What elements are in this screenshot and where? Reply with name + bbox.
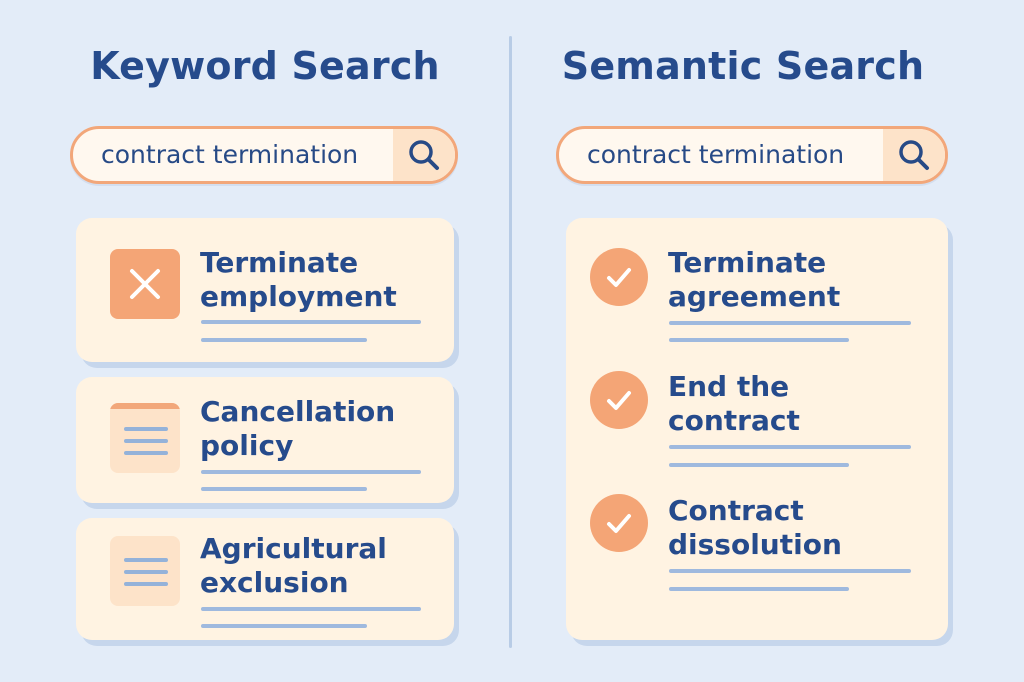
search-icon (409, 140, 439, 170)
result-title-line1: Cancellation (200, 395, 396, 428)
check-circle-icon (590, 248, 648, 306)
result-title-line1: End the (668, 370, 790, 403)
result-title: Cancellation policy (200, 395, 450, 463)
result-title-line2: employment (200, 280, 397, 313)
snippet-line (669, 445, 911, 449)
keyword-result-card: Terminate employment (76, 218, 454, 362)
snippet-line (201, 338, 367, 342)
semantic-results-card: Terminate agreement End the contract Con… (566, 218, 948, 640)
result-title: Terminate agreement (668, 246, 918, 314)
semantic-search-bar[interactable]: contract termination (556, 126, 948, 184)
snippet-line (669, 321, 911, 325)
snippet-line (669, 338, 849, 342)
keyword-search-bar[interactable]: contract termination (70, 126, 458, 184)
semantic-search-input[interactable]: contract termination (587, 140, 845, 169)
search-icon (899, 140, 929, 170)
result-title-line2: exclusion (200, 566, 349, 599)
result-title: Terminate employment (200, 246, 450, 314)
snippet-line (201, 487, 367, 491)
result-title-line2: policy (200, 429, 294, 462)
document-icon (110, 536, 180, 606)
result-title: Contract dissolution (668, 494, 918, 562)
snippet-line (201, 320, 421, 324)
snippet-line (201, 624, 367, 628)
x-mark-icon (110, 249, 180, 319)
snippet-line (201, 607, 421, 611)
result-title: Agricultural exclusion (200, 532, 450, 600)
check-circle-icon (590, 371, 648, 429)
keyword-result-card: Agricultural exclusion (76, 518, 454, 640)
snippet-line (201, 470, 421, 474)
keyword-search-button[interactable] (393, 129, 455, 181)
snippet-line (669, 587, 849, 591)
result-title-line1: Terminate (668, 246, 827, 279)
snippet-line (669, 569, 911, 573)
result-title-line2: dissolution (668, 528, 842, 561)
keyword-search-input[interactable]: contract termination (101, 140, 359, 169)
semantic-search-button[interactable] (883, 129, 945, 181)
semantic-search-title: Semantic Search (561, 44, 925, 88)
result-title-line2: agreement (668, 280, 841, 313)
result-title-line1: Contract (668, 494, 804, 527)
check-circle-icon (590, 494, 648, 552)
result-title-line2: contract (668, 404, 800, 437)
result-title-line1: Agricultural (200, 532, 387, 565)
keyword-result-card: Cancellation policy (76, 377, 454, 503)
document-icon (110, 403, 180, 473)
result-title: End the contract (668, 370, 918, 438)
column-divider (509, 36, 512, 648)
keyword-search-title: Keyword Search (90, 44, 440, 88)
result-title-line1: Terminate (200, 246, 359, 279)
snippet-line (669, 463, 849, 467)
